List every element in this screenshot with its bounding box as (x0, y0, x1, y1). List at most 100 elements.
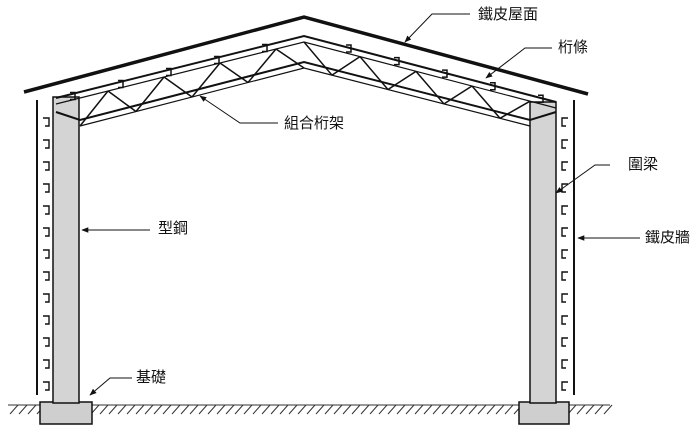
hatch-stroke (459, 404, 469, 415)
hatch-stroke (270, 404, 280, 415)
purlin (538, 94, 544, 104)
purlin (166, 67, 172, 77)
roof-leader (404, 13, 470, 43)
hatch-stroke (477, 404, 487, 415)
wall-girt (561, 139, 568, 149)
truss-web-member (275, 48, 305, 69)
truss-leader (199, 95, 278, 124)
hatch-stroke (117, 404, 127, 415)
hatch-stroke (585, 404, 595, 415)
wall-girt (43, 381, 50, 391)
hatch-stroke (9, 404, 19, 415)
hatch-stroke (504, 404, 514, 415)
hatch-stroke (261, 404, 271, 415)
purlin (262, 43, 268, 53)
wall-girts (43, 117, 568, 391)
hatch-stroke (252, 404, 262, 415)
hatch-stroke (414, 404, 424, 415)
foundation-label: 基礎 (136, 368, 167, 386)
hatch-stroke (108, 404, 118, 415)
hatch-stroke (315, 404, 325, 415)
wall-girt (561, 161, 568, 171)
hatch-stroke (18, 404, 28, 415)
hatch-stroke (279, 404, 289, 415)
truss-web-member (191, 62, 221, 98)
truss-web-member (387, 70, 417, 91)
hatch-stroke (144, 404, 154, 415)
truss-top-chord (55, 34, 557, 103)
wall-girt (43, 117, 50, 127)
hatch-stroke (432, 404, 442, 415)
truss-web-member (107, 90, 137, 113)
hatch-stroke (135, 404, 145, 415)
purlin (442, 69, 448, 78)
hatch-stroke (405, 404, 415, 415)
hatch-stroke (216, 404, 226, 415)
hatch-stroke (576, 404, 586, 415)
wall-girt (43, 161, 50, 171)
wall-girt (43, 227, 50, 237)
wall-sheet-label: 鐵皮牆 (645, 230, 691, 245)
hatch-stroke (594, 404, 604, 415)
hatch-stroke (369, 404, 379, 415)
wall-girt (561, 359, 568, 369)
wall-girt (43, 359, 50, 369)
wall-girt (43, 271, 50, 281)
hatch-stroke (360, 404, 370, 415)
wall-girt (561, 315, 568, 325)
hatch-stroke (423, 404, 433, 415)
hatch-stroke (288, 404, 298, 415)
hatch-stroke (387, 404, 397, 415)
hatch-stroke (243, 404, 253, 415)
truss-web-member (471, 85, 501, 119)
left-steel-column (52, 96, 80, 404)
hatch-stroke (27, 404, 37, 415)
hatch-stroke (306, 404, 316, 415)
hatch-stroke (180, 404, 190, 415)
wall-girt (561, 271, 568, 281)
wall-girt (43, 183, 50, 193)
hatch-stroke (126, 404, 136, 415)
truss-web-member (79, 90, 109, 127)
hatch-stroke (495, 404, 505, 415)
truss-web-member (247, 48, 277, 83)
wall-girt (43, 205, 50, 215)
hatch-stroke (351, 404, 361, 415)
ring-beam-leader (555, 164, 610, 194)
wall-girt (43, 139, 50, 149)
wall-girt (561, 381, 568, 391)
hatch-stroke (441, 404, 451, 415)
hatch-stroke (297, 404, 307, 415)
truss-web-member (219, 62, 249, 84)
right-foundation (518, 401, 570, 425)
truss-web-member (499, 100, 531, 119)
roof-label: 鐵皮屋面 (478, 5, 539, 23)
purlin-label: 桁條 (558, 38, 589, 56)
hatch-stroke (468, 404, 478, 415)
truss-web-member (303, 41, 333, 76)
foundation-leader (89, 377, 132, 396)
truss-web-member (359, 56, 389, 91)
left-foundation (39, 401, 93, 425)
hatch-stroke (162, 404, 172, 415)
purlin (346, 44, 352, 53)
truss-web-member (415, 70, 445, 105)
truss-bottom-chord (55, 60, 557, 122)
truss-web-member (163, 76, 193, 98)
hatch-stroke (189, 404, 199, 415)
wall-girt (43, 315, 50, 325)
truss-web-member (331, 56, 361, 76)
truss-web (79, 41, 531, 127)
hatch-stroke (378, 404, 388, 415)
hatch-stroke (486, 404, 496, 415)
wall-girt (43, 337, 50, 347)
steel-column-label: 型鋼 (158, 219, 189, 237)
truss-top-chord-inner (55, 41, 557, 109)
wall-girt (561, 205, 568, 215)
purlin (118, 79, 124, 89)
hatch-stroke (153, 404, 163, 415)
wall-girt (561, 293, 568, 303)
hatch-stroke (333, 404, 343, 415)
wall-girt (561, 227, 568, 237)
purlin-leader (485, 47, 552, 79)
